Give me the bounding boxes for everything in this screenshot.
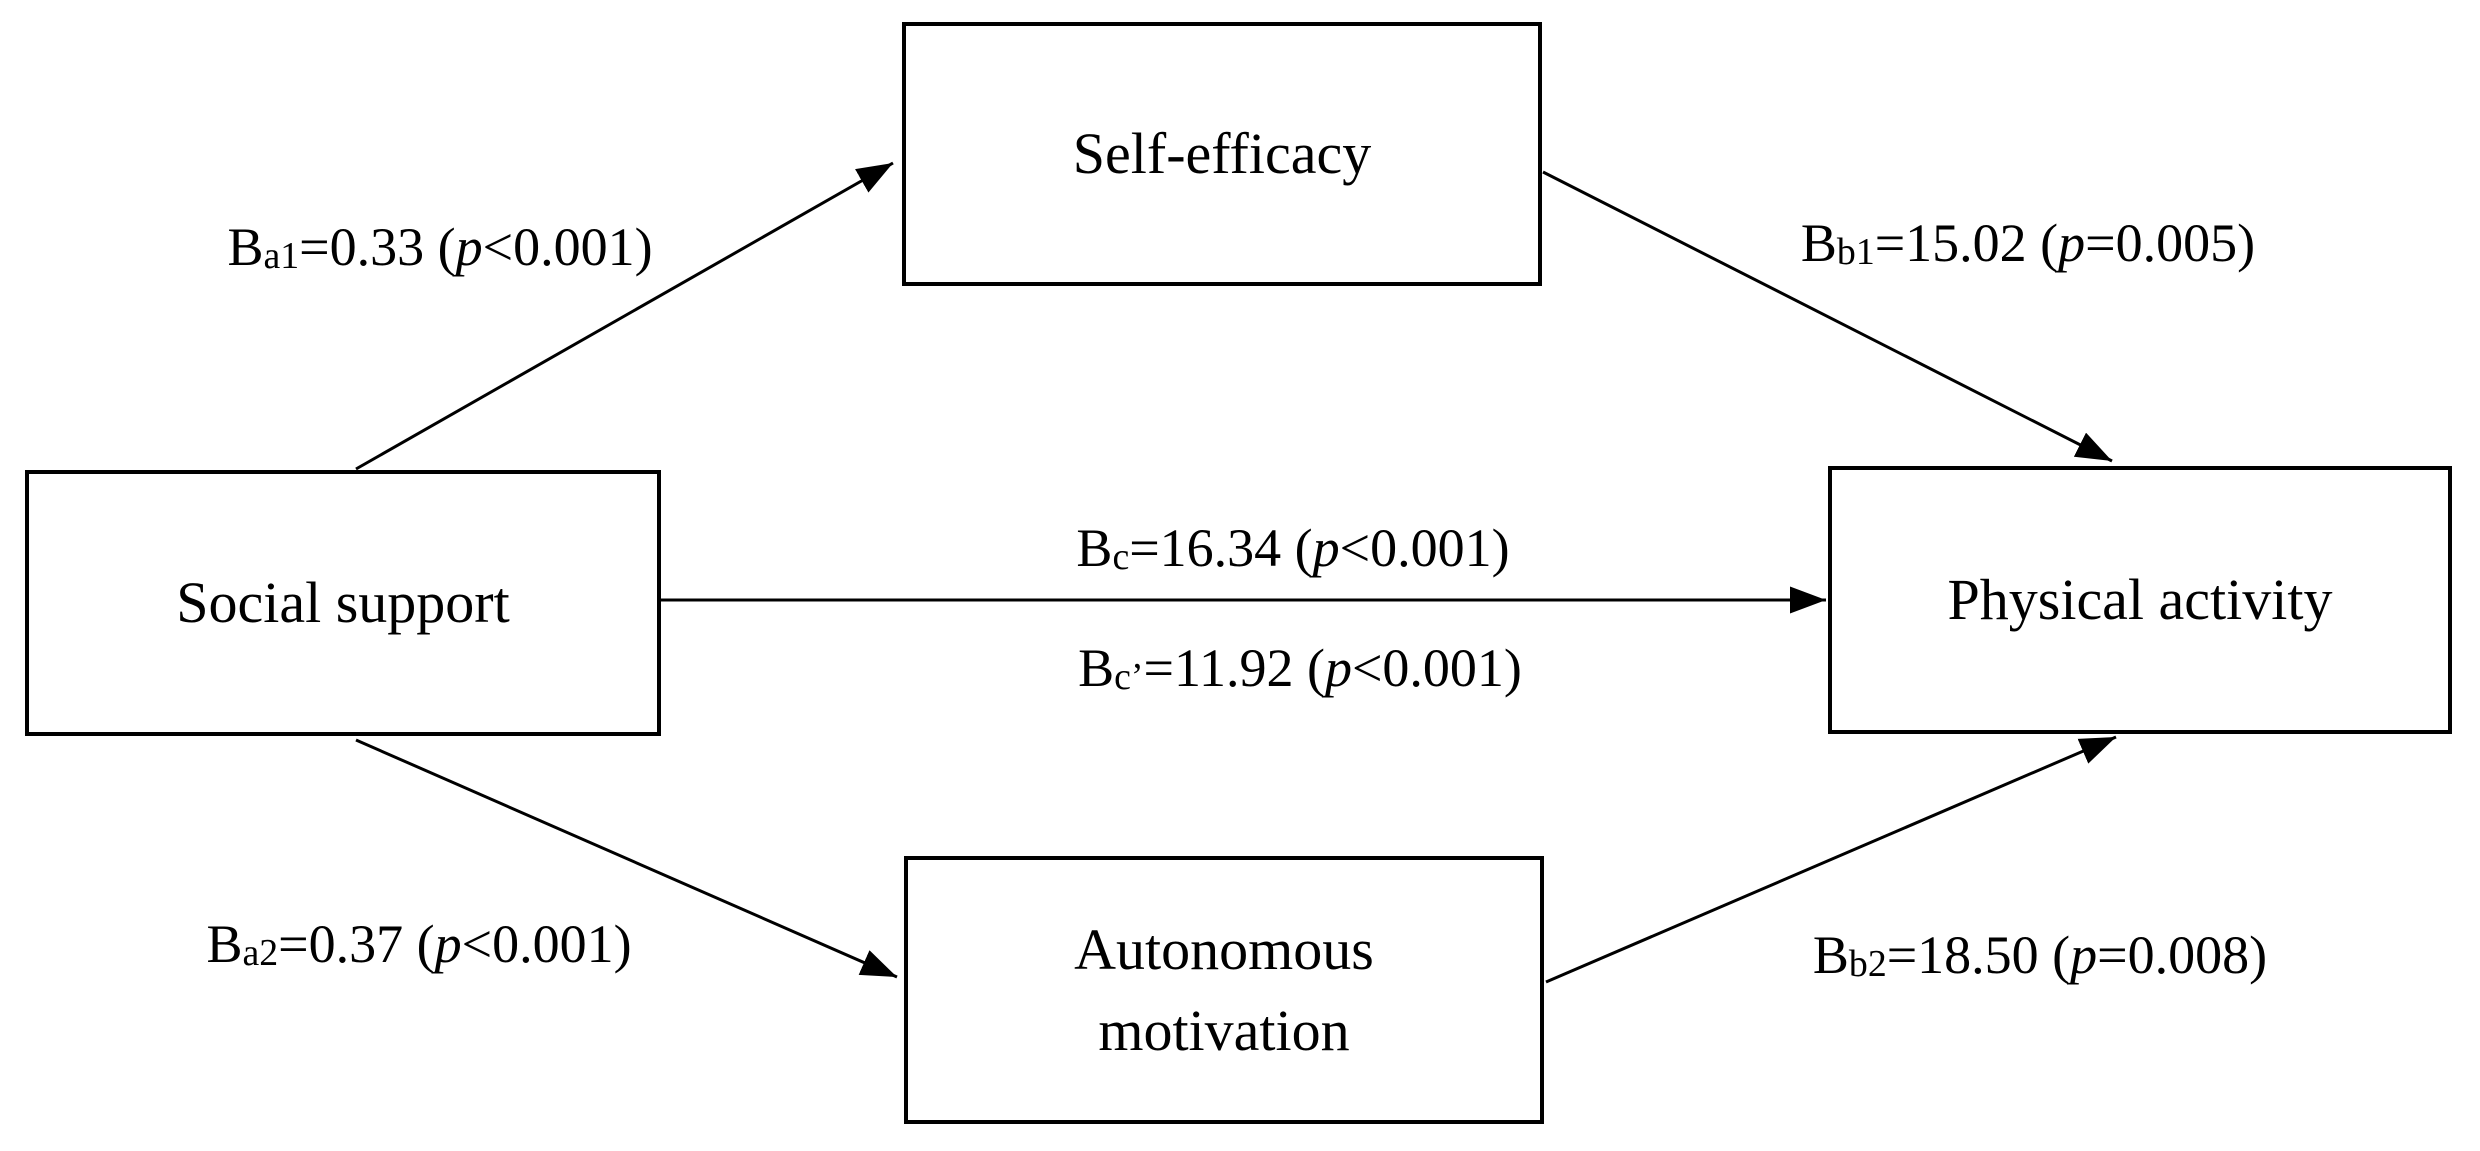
coef-value: =0.33 ( <box>299 217 456 277</box>
arrow-social-support-to-autonomous-motivation <box>355 738 898 979</box>
p-symbol: p <box>455 217 483 277</box>
node-label-self-efficacy: Self-efficacy <box>1072 121 1372 187</box>
p-value: <0.001) <box>461 914 632 974</box>
coef-symbol: B <box>1812 925 1849 985</box>
coef-symbol: B <box>1078 638 1115 698</box>
node-label-autonomous-motivation: Autonomous motivation <box>1074 916 1374 1063</box>
coef-value: =16.34 ( <box>1129 518 1313 578</box>
coef-subscript: b1 <box>1836 231 1875 274</box>
arrow-self-efficacy-to-physical-activity <box>1542 170 2113 463</box>
path-coefficient-a1: Ba1=0.33 (p<0.001) <box>227 217 653 278</box>
node-autonomous-motivation: Autonomous motivation <box>904 856 1544 1124</box>
coef-subscript: b2 <box>1848 943 1887 986</box>
coef-value: =15.02 ( <box>1874 213 2059 273</box>
arrow-social-support-to-self-efficacy <box>355 161 894 471</box>
p-symbol: p <box>1312 518 1340 578</box>
coef-value: =18.50 ( <box>1886 925 2071 985</box>
coef-value: =0.37 ( <box>278 914 435 974</box>
coef-value: =11.92 ( <box>1143 638 1325 698</box>
path-coefficient-b1: Bb1=15.02 (p=0.005) <box>1800 213 2256 274</box>
p-value: =0.008) <box>2097 925 2268 985</box>
path-coefficient-c-prime: Bc’=11.92 (p<0.001) <box>1078 638 1522 699</box>
p-symbol: p <box>434 914 462 974</box>
coef-subscript: c <box>1112 536 1130 579</box>
p-value: <0.001) <box>482 217 653 277</box>
p-symbol: p <box>2058 213 2086 273</box>
node-label-physical-activity: Physical activity <box>1947 567 2333 633</box>
p-value: <0.001) <box>1339 518 1510 578</box>
p-value: <0.001) <box>1351 638 1522 698</box>
path-coefficient-b2: Bb2=18.50 (p=0.008) <box>1812 925 2268 986</box>
node-physical-activity: Physical activity <box>1828 466 2452 734</box>
node-self-efficacy: Self-efficacy <box>902 22 1542 286</box>
node-social-support: Social support <box>25 470 661 736</box>
coef-subscript: a1 <box>263 235 300 278</box>
node-label-social-support: Social support <box>176 570 510 636</box>
p-symbol: p <box>2070 925 2098 985</box>
coef-subscript: c’ <box>1114 656 1144 699</box>
coef-symbol: B <box>227 217 264 277</box>
arrow-autonomous-motivation-to-physical-activity <box>1545 735 2117 984</box>
coef-symbol: B <box>206 914 243 974</box>
p-value: =0.005) <box>2085 213 2256 273</box>
path-coefficient-a2: Ba2=0.37 (p<0.001) <box>206 914 632 975</box>
p-symbol: p <box>1324 638 1352 698</box>
coef-symbol: B <box>1076 518 1113 578</box>
path-coefficient-c: Bc=16.34 (p<0.001) <box>1076 518 1510 579</box>
coef-symbol: B <box>1800 213 1837 273</box>
coef-subscript: a2 <box>242 932 279 975</box>
